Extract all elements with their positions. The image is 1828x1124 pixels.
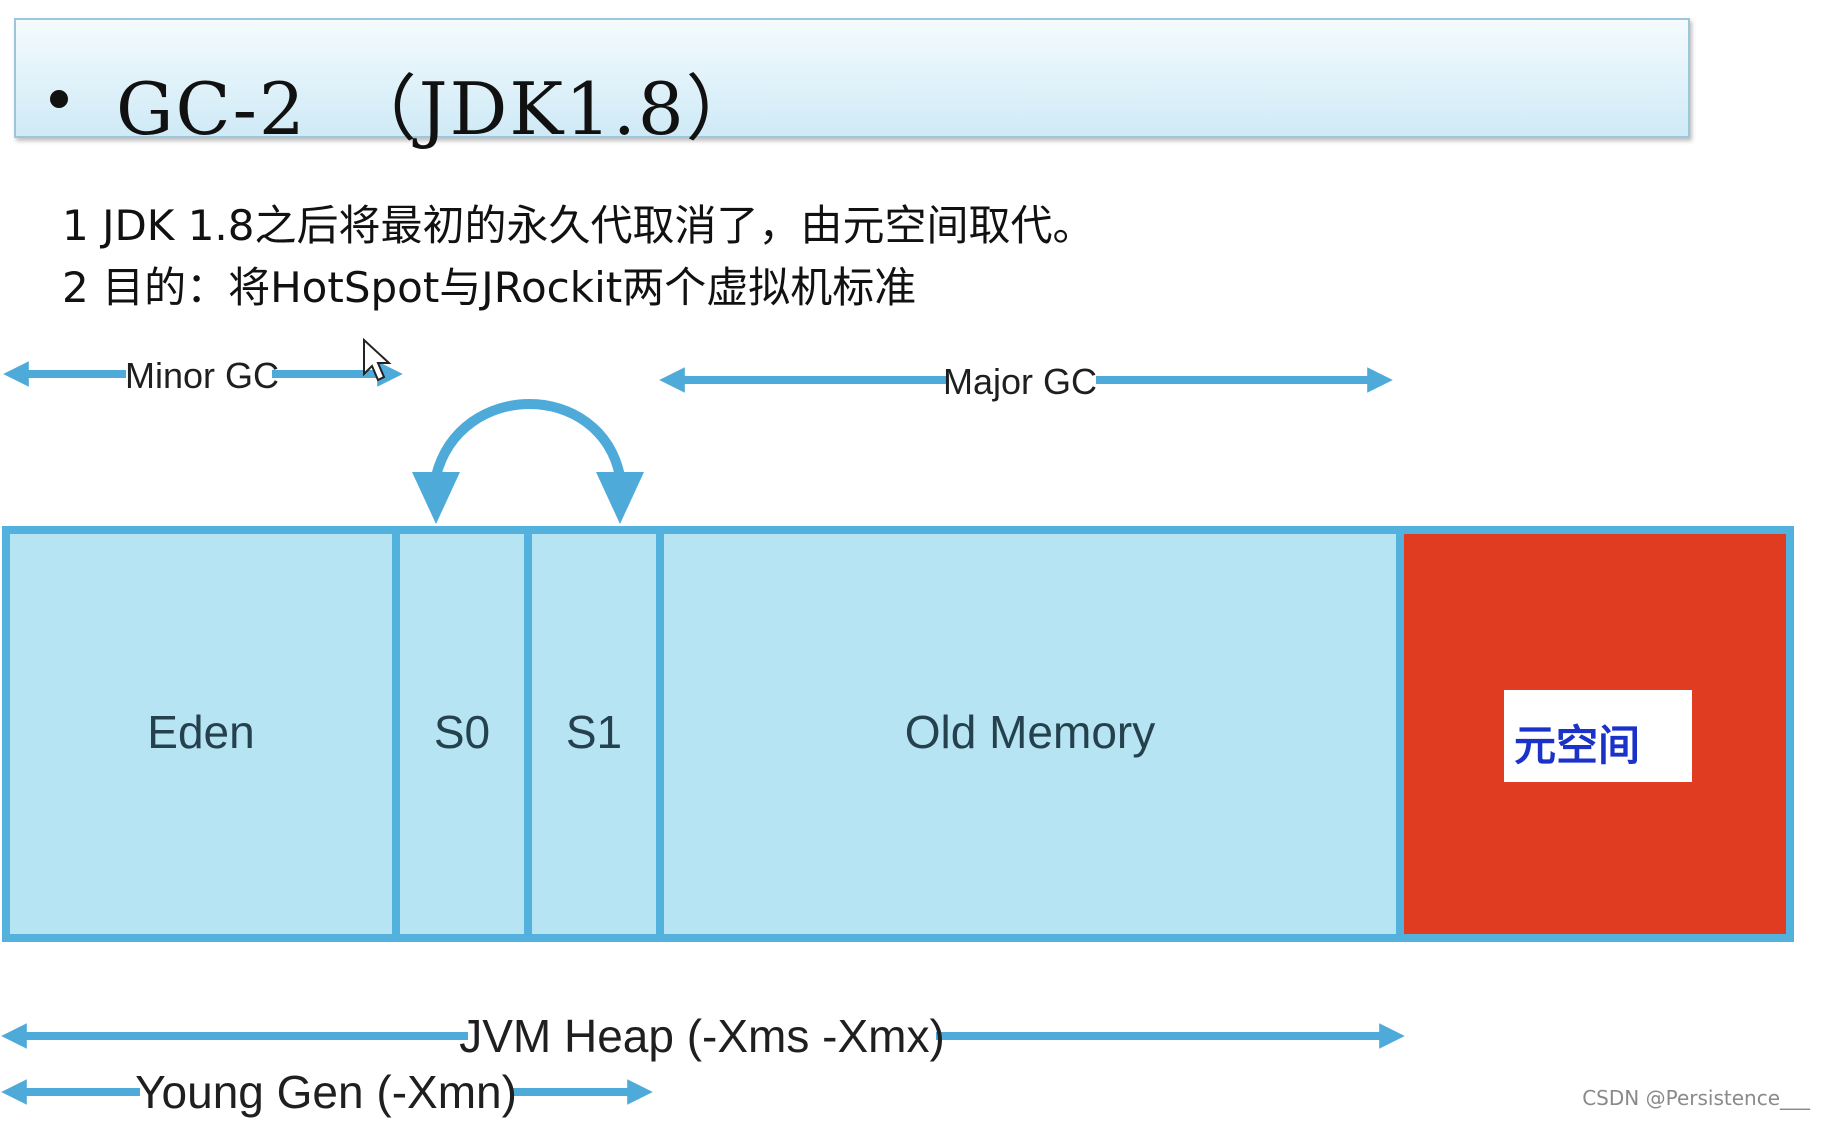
young-gen-arrow: Young Gen (-Xmn) xyxy=(1,1064,653,1120)
jvm-heap-arrow: JVM Heap (-Xms -Xmx) xyxy=(1,1008,1405,1064)
metaspace-label-box xyxy=(1504,690,1692,782)
body-line-2: 2 目的：将HotSpot与JRockit两个虚拟机标准 xyxy=(62,263,917,312)
bullet-icon xyxy=(50,90,68,108)
old-memory-label: Old Memory xyxy=(905,706,1155,758)
major-gc-label: Major GC xyxy=(943,361,1097,402)
s0-label: S0 xyxy=(434,706,490,758)
slide-title-bar: GC-2 （JDK1.8） xyxy=(14,18,1690,151)
old-memory-region xyxy=(656,526,1404,942)
jvm-heap-label: JVM Heap (-Xms -Xmx) xyxy=(459,1010,945,1062)
eden-region xyxy=(2,526,400,942)
body-line-1: 1 JDK 1.8之后将最初的永久代取消了，由元空间取代。 xyxy=(62,201,1095,250)
survivor-swap-arrow xyxy=(412,399,644,524)
minor-gc-label: Minor GC xyxy=(125,355,279,396)
young-gen-label: Young Gen (-Xmn) xyxy=(135,1066,517,1118)
s1-label: S1 xyxy=(566,706,622,758)
metaspace-label: 元空间 xyxy=(1514,721,1641,770)
s0-region xyxy=(392,526,532,942)
slide-title: GC-2 （JDK1.8） xyxy=(116,67,760,151)
s1-region xyxy=(524,526,664,942)
watermark: CSDN @Persistence___ xyxy=(1582,1086,1810,1110)
mouse-cursor-icon xyxy=(363,337,392,382)
minor-gc-arrow: Minor GC xyxy=(3,350,403,398)
major-gc-arrow: Major GC xyxy=(659,356,1393,404)
eden-label: Eden xyxy=(147,706,254,758)
